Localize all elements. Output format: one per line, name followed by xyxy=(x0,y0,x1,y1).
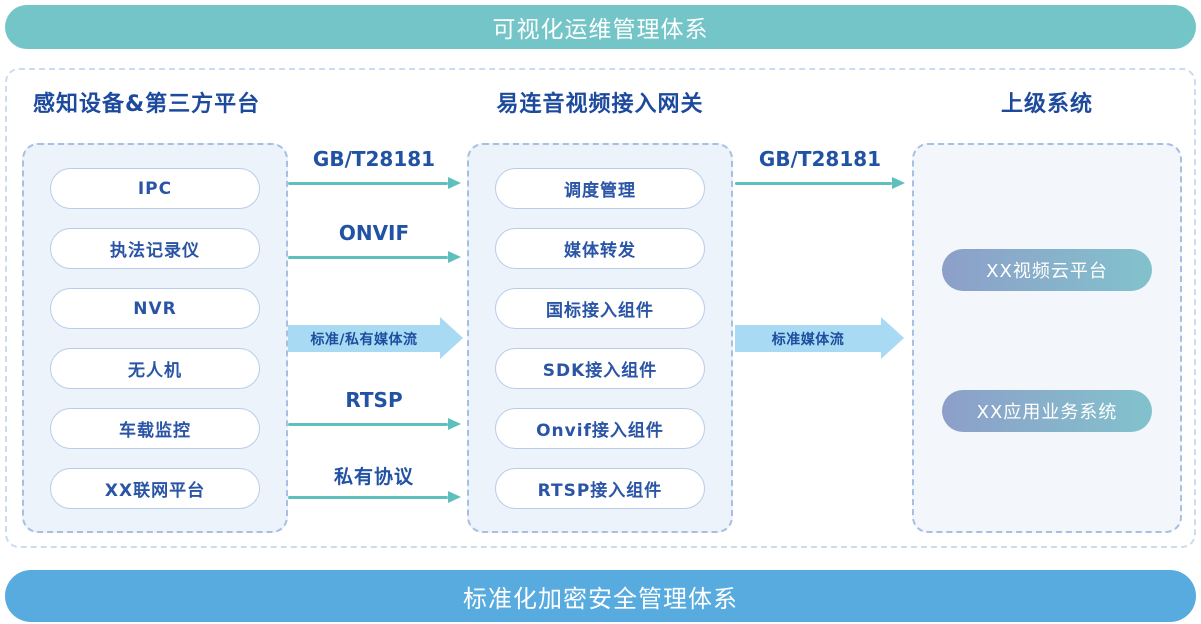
gateway-item-dispatch: 调度管理 xyxy=(495,168,705,209)
arrow-right-icon xyxy=(892,177,905,189)
column-title-gateway: 易连音视频接入网关 xyxy=(496,92,704,117)
column-title-upstream: 上级系统 xyxy=(1000,92,1093,117)
gateway-item-media-forward: 媒体转发 xyxy=(495,228,705,269)
device-item-vehicle-monitor: 车载监控 xyxy=(50,408,260,449)
arrow-right-icon xyxy=(448,177,461,189)
device-item-ipc: IPC xyxy=(50,168,260,209)
upstream-item-video-cloud: XX视频云平台 xyxy=(942,249,1152,291)
flow-label-private-protocol: 私有协议 xyxy=(333,466,414,488)
arrow-right-icon xyxy=(448,418,461,430)
gateway-item-sdk-access: SDK接入组件 xyxy=(495,348,705,389)
device-item-body-camera: 执法记录仪 xyxy=(50,228,260,269)
arrow-right-icon xyxy=(448,251,461,263)
flow-label-onvif: ONVIF xyxy=(338,221,410,245)
flow-label-gbt28181-right: GB/T28181 xyxy=(758,147,882,171)
thick-arrow-right-icon xyxy=(881,317,904,359)
device-item-network-platform: XX联网平台 xyxy=(50,468,260,509)
bottom-banner: 标准化加密安全管理体系 xyxy=(5,570,1196,622)
devices-box: IPC 执法记录仪 NVR 无人机 车载监控 XX联网平台 xyxy=(22,143,288,533)
arrow-line xyxy=(288,182,448,185)
column-title-devices: 感知设备&第三方平台 xyxy=(33,92,261,117)
device-item-nvr: NVR xyxy=(50,288,260,329)
arrow-line xyxy=(735,182,892,185)
gateway-box: 调度管理 媒体转发 国标接入组件 SDK接入组件 Onvif接入组件 RTSP接… xyxy=(467,143,733,533)
gateway-item-gb-access: 国标接入组件 xyxy=(495,288,705,329)
arrow-right-icon xyxy=(448,491,461,503)
flow-label-rtsp: RTSP xyxy=(345,388,403,412)
upstream-box: XX视频云平台 XX应用业务系统 xyxy=(912,143,1182,533)
device-item-drone: 无人机 xyxy=(50,348,260,389)
arrow-line xyxy=(288,256,448,259)
gateway-item-rtsp-access: RTSP接入组件 xyxy=(495,468,705,509)
flow-label-gbt28181-left: GB/T28181 xyxy=(312,147,436,171)
flow-thick-standard-media: 标准媒体流 xyxy=(735,325,881,352)
upstream-item-business-system: XX应用业务系统 xyxy=(942,390,1152,432)
bottom-banner-label: 标准化加密安全管理体系 xyxy=(463,584,738,613)
flow-thick-standard-private-media: 标准/私有媒体流 xyxy=(288,325,440,352)
top-banner-label: 可视化运维管理体系 xyxy=(492,17,709,43)
top-banner: 可视化运维管理体系 xyxy=(5,5,1196,49)
thick-arrow-right-icon xyxy=(440,317,463,359)
gateway-item-onvif-access: Onvif接入组件 xyxy=(495,408,705,449)
arrow-line xyxy=(288,423,448,426)
arrow-line xyxy=(288,496,448,499)
